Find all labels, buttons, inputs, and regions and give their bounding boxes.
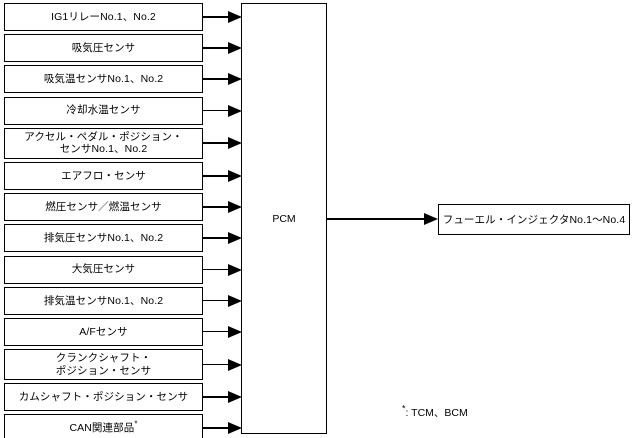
input-box-label: アクセル・ペダル・ポジション・ センサNo.1、No.2 <box>24 130 183 156</box>
arrow-shaft <box>203 330 228 333</box>
input-box-label: 大気圧センサ <box>71 263 136 276</box>
footnote-marker: * <box>134 419 138 429</box>
arrow-head-icon <box>228 232 242 245</box>
input-box: 排気温センサNo.1、No.2 <box>4 286 203 315</box>
pcm-label: PCM <box>272 212 296 225</box>
arrow-pcm-to-output <box>327 213 438 225</box>
output-box-label: フューエル・インジェクタNo.1〜No.4 <box>442 214 626 226</box>
footnote: *: TCM、BCM <box>402 403 468 420</box>
arrow-shaft <box>203 206 228 208</box>
arrow-head-icon <box>228 391 242 404</box>
input-box: 冷却水温センサ <box>4 96 203 125</box>
arrow-head-icon <box>228 11 242 23</box>
input-box-label: 排気温センサNo.1、No.2 <box>43 294 164 307</box>
input-box: 燃圧センサ／燃温センサ <box>4 193 203 222</box>
arrow-shaft <box>327 218 424 220</box>
input-box: カムシャフト・ポジション・センサ <box>4 383 203 412</box>
arrow-head-icon <box>228 325 242 338</box>
input-box-label: 吸気圧センサ <box>71 42 136 54</box>
arrow-shaft <box>203 396 228 398</box>
input-box: 吸気圧センサ <box>4 34 203 63</box>
footnote-star-icon: * <box>402 403 406 414</box>
pcm-box: PCM <box>241 3 327 434</box>
arrow-head-icon <box>228 358 242 371</box>
arrow-input-to-pcm <box>203 104 242 117</box>
arrow-input-to-pcm <box>203 42 242 55</box>
arrow-shaft <box>203 78 228 80</box>
arrow-input-to-pcm <box>203 169 242 182</box>
arrow-shaft <box>203 109 228 112</box>
arrow-input-to-pcm <box>203 325 242 338</box>
input-box: エアフロ・センサ <box>4 161 203 190</box>
input-box: クランクシャフト・ ポジション・センサ <box>4 349 203 381</box>
input-box: 吸気温センサNo.1、No.2 <box>4 65 203 94</box>
input-box-column: IG1リレーNo.1、No.2 吸気圧センサ 吸気温センサNo.1、No.2 冷… <box>4 3 203 438</box>
arrow-head-icon <box>424 213 438 225</box>
arrow-head-icon <box>228 73 242 86</box>
input-box: 排気圧センサNo.1、No.2 <box>4 224 203 253</box>
arrow-input-to-pcm <box>203 422 242 435</box>
arrow-input-to-pcm <box>203 232 242 245</box>
arrow-input-to-pcm <box>203 391 242 404</box>
arrow-input-to-pcm <box>203 137 242 150</box>
arrow-head-icon <box>228 294 242 307</box>
arrow-head-icon <box>228 422 242 435</box>
input-box-label: CAN関連部品* <box>69 419 138 435</box>
arrow-input-to-pcm <box>203 73 242 86</box>
input-box: IG1リレーNo.1、No.2 <box>4 3 203 31</box>
input-box-label: 冷却水温センサ <box>66 104 141 117</box>
input-box-label: 吸気温センサNo.1、No.2 <box>43 73 164 86</box>
arrow-head-icon <box>228 137 242 150</box>
footnote-text: : TCM、BCM <box>405 407 468 419</box>
arrow-input-to-pcm <box>203 263 242 276</box>
input-box: A/Fセンサ <box>4 317 203 346</box>
arrow-input-to-pcm <box>203 11 242 23</box>
input-box: 大気圧センサ <box>4 255 203 284</box>
arrow-head-icon <box>228 201 242 214</box>
arrow-input-to-pcm <box>203 358 242 371</box>
output-box: フューエル・インジェクタNo.1〜No.4 <box>438 204 630 235</box>
arrow-shaft <box>203 16 228 18</box>
arrow-shaft <box>203 363 228 366</box>
input-box: CAN関連部品* <box>4 414 203 438</box>
arrow-head-icon <box>228 263 242 276</box>
arrow-shaft <box>203 427 228 430</box>
arrow-head-icon <box>228 169 242 182</box>
arrow-head-icon <box>228 104 242 117</box>
input-box-label: 燃圧センサ／燃温センサ <box>45 200 162 213</box>
input-box-label: クランクシャフト・ ポジション・センサ <box>55 352 152 377</box>
input-box-label: エアフロ・センサ <box>61 169 146 182</box>
input-box-label: IG1リレーNo.1、No.2 <box>51 10 156 23</box>
input-box-label: カムシャフト・ポジション・センサ <box>18 391 189 404</box>
arrow-shaft <box>203 142 228 144</box>
arrow-input-to-pcm <box>203 201 242 214</box>
arrow-shaft <box>203 299 228 302</box>
input-box-label: 排気圧センサNo.1、No.2 <box>43 232 164 245</box>
input-box: アクセル・ペダル・ポジション・ センサNo.1、No.2 <box>4 127 203 159</box>
arrow-head-icon <box>228 42 242 55</box>
arrow-shaft <box>203 174 228 177</box>
input-box-label: A/Fセンサ <box>79 325 128 338</box>
arrow-shaft <box>203 47 228 49</box>
arrow-shaft <box>203 268 228 271</box>
arrow-shaft <box>203 237 228 239</box>
arrow-input-to-pcm <box>203 294 242 307</box>
